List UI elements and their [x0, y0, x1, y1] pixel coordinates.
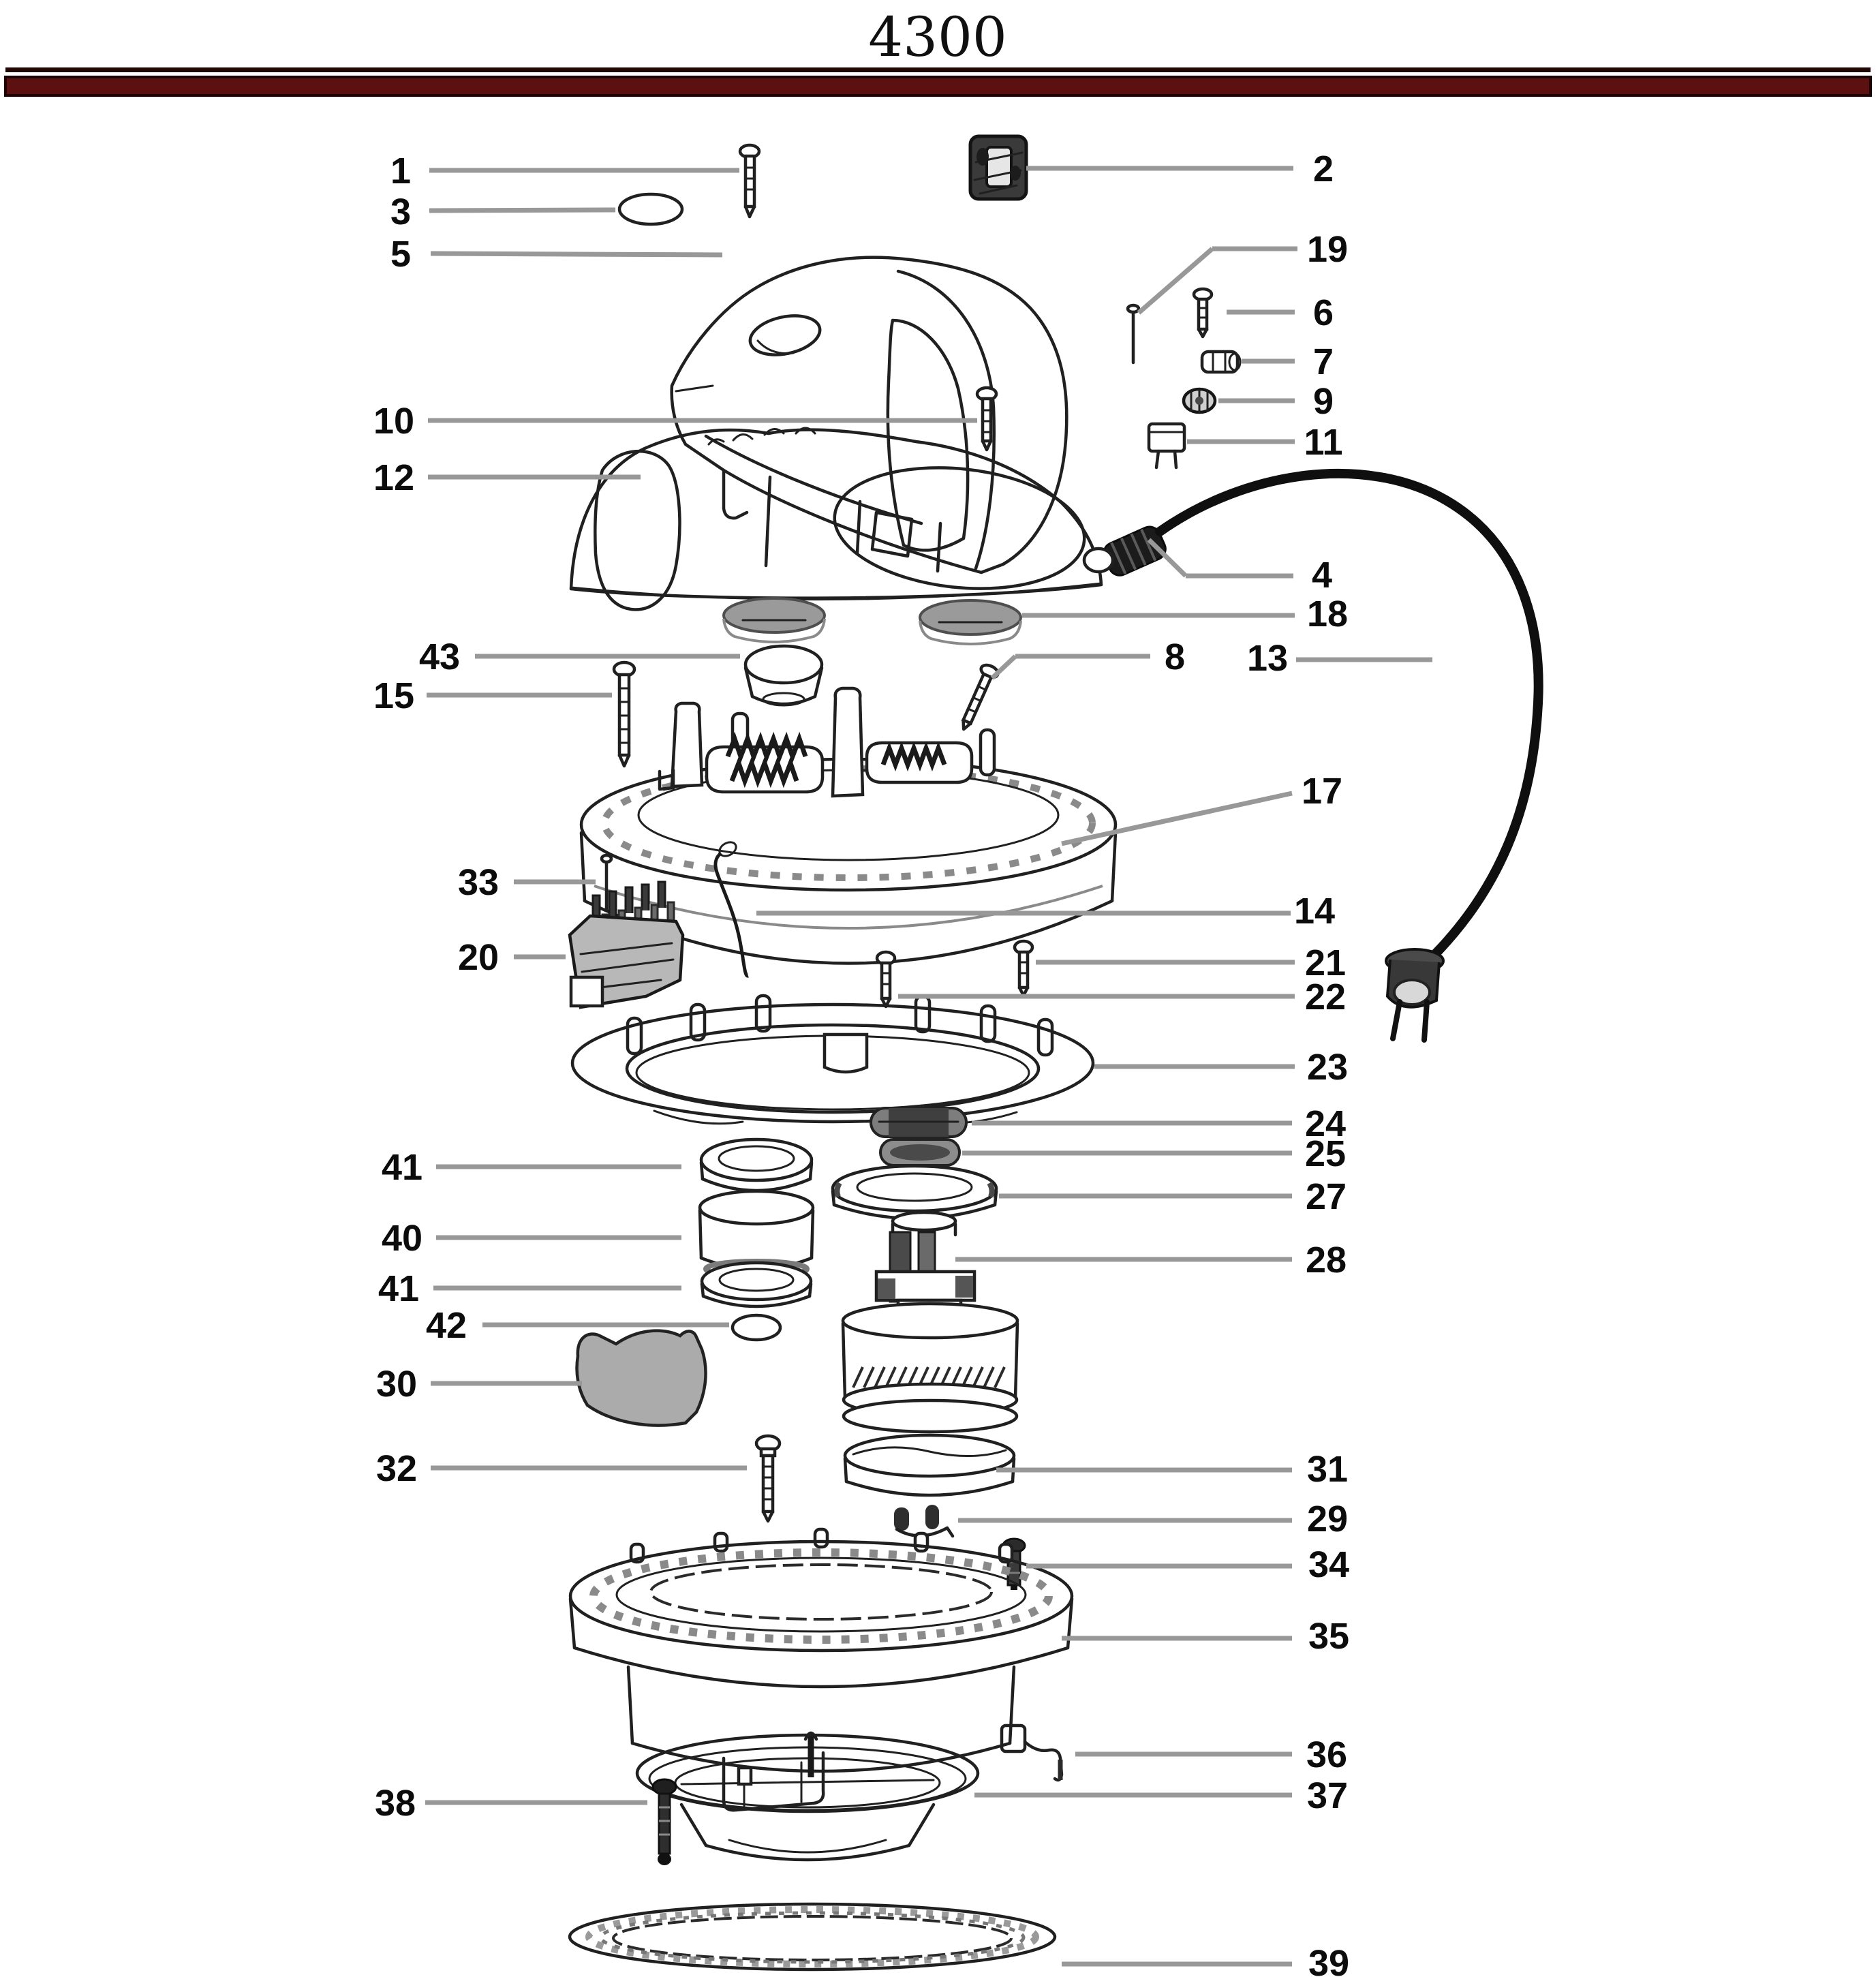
part-12-dome-housing-icon	[569, 427, 1103, 611]
part-27-bearing-ring-icon	[831, 1164, 998, 1221]
part-number-label-27: 27	[1306, 1176, 1347, 1217]
part-number-label-39: 39	[1308, 1943, 1349, 1977]
part-number-label-40: 40	[382, 1218, 422, 1259]
part-number-label-22: 22	[1305, 977, 1346, 1017]
part-39-base-ring-icon	[568, 1902, 1057, 1972]
part-36-float-clip-icon	[1000, 1723, 1064, 1782]
part-number-label-18: 18	[1307, 594, 1348, 634]
part-number-label-37: 37	[1307, 1775, 1348, 1816]
part-10-screw-icon	[975, 386, 998, 452]
part-20-terminal-block-icon	[568, 880, 685, 1009]
part-6-screw-icon	[1192, 287, 1214, 339]
part-number-label-33: 33	[458, 862, 499, 903]
part-number-label-28: 28	[1306, 1240, 1347, 1281]
leader-line-part-17	[1061, 791, 1293, 846]
part-number-label-8: 8	[1165, 637, 1185, 677]
part-number-label-24: 24	[1305, 1103, 1346, 1144]
part-32-screw-icon	[754, 1434, 782, 1523]
part-number-label-3: 3	[390, 191, 411, 232]
part-number-label-6: 6	[1313, 292, 1334, 333]
part-number-label-15: 15	[373, 675, 414, 716]
part-number-label-10: 10	[373, 401, 414, 442]
part-number-label-7: 7	[1313, 341, 1334, 382]
part-28-motor-icon	[841, 1210, 1019, 1434]
part-number-label-43: 43	[419, 637, 460, 677]
part-shapes	[568, 134, 1543, 1972]
part-number-label-25: 25	[1305, 1133, 1346, 1174]
part-number-label-4: 4	[1312, 555, 1332, 596]
part-number-label-21: 21	[1305, 942, 1346, 983]
part-number-label-5: 5	[390, 234, 411, 275]
leader-line-part-8	[990, 654, 1017, 680]
part-3-oval-gasket-icon	[617, 192, 684, 226]
part-31-gasket-icon	[843, 1433, 1016, 1497]
part-number-label-13: 13	[1247, 638, 1288, 679]
part-number-label-38: 38	[375, 1783, 416, 1824]
part-number-label-12: 12	[373, 457, 414, 498]
part-number-label-29: 29	[1307, 1499, 1348, 1539]
part-34-screw-icon	[1002, 1537, 1026, 1590]
leader-line-part-5	[430, 251, 723, 258]
part-number-label-34: 34	[1308, 1544, 1349, 1585]
part-number-label-36: 36	[1306, 1734, 1347, 1775]
part-number-label-19: 19	[1307, 229, 1348, 270]
part-14-wire-icon	[713, 841, 749, 978]
part-38-screw-icon	[651, 1778, 677, 1865]
part-number-label-30: 30	[376, 1364, 417, 1405]
part-number-label-23: 23	[1307, 1047, 1348, 1088]
part-number-label-17: 17	[1302, 771, 1342, 812]
part-number-label-41-26: 41	[382, 1147, 422, 1188]
part-number-label-2: 2	[1313, 149, 1334, 189]
part-15-screw-icon	[612, 660, 636, 768]
part-1-screw-icon	[738, 143, 761, 219]
part-18-pads-icon	[722, 597, 1022, 645]
part-13-power-cord-icon	[1155, 468, 1543, 1043]
double-rule	[4, 67, 1872, 97]
part-number-label-41-30: 41	[378, 1268, 419, 1309]
part-2-switch-icon	[968, 134, 1028, 201]
part-number-label-32: 32	[376, 1448, 417, 1489]
part-7-cord-clamp-icon	[1200, 350, 1242, 374]
part-43-float-cup-icon	[743, 644, 824, 707]
part-11-fuse-icon	[1147, 422, 1186, 470]
part-41-upper-ring-icon	[699, 1137, 814, 1193]
part-25-seal-icon	[879, 1138, 961, 1167]
part-24-brush-icon	[870, 1107, 968, 1138]
page-title: 4300	[868, 5, 1007, 69]
part-37-bottom-plate-icon	[635, 1731, 980, 1862]
part-number-label-20: 20	[458, 937, 499, 978]
part-number-label-31: 31	[1307, 1449, 1348, 1490]
leader-line-part-3	[429, 207, 616, 213]
part-number-label-14: 14	[1294, 891, 1335, 932]
part-19-pin-icon	[1126, 303, 1141, 365]
part-number-label-35: 35	[1308, 1616, 1349, 1657]
part-5-top-cover-icon	[670, 256, 1068, 574]
leader-line-part-19	[1137, 247, 1214, 315]
part-42-ball-icon	[731, 1313, 782, 1342]
part-9-nut-icon	[1182, 387, 1217, 414]
part-number-label-1: 1	[390, 151, 411, 191]
part-41-lower-ring-icon	[700, 1261, 813, 1308]
part-number-label-11: 11	[1304, 422, 1342, 463]
part-number-label-42: 42	[426, 1305, 467, 1346]
part-33-pin-icon	[600, 853, 613, 913]
leader-line-part-4	[1147, 538, 1188, 578]
part-number-label-9: 9	[1313, 381, 1334, 422]
leader-lines	[425, 166, 1432, 1967]
part-29-clip-icon	[894, 1505, 955, 1538]
part-17-motor-cover-icon	[579, 686, 1118, 965]
part-30-deflector-icon	[575, 1329, 707, 1427]
